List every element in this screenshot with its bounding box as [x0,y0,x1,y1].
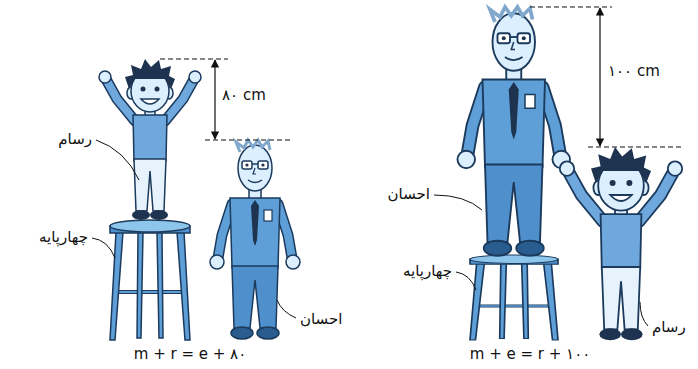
ehsan-figure [210,140,300,339]
stool [110,220,190,340]
dimension-extension [588,146,682,147]
leader-line [92,238,115,258]
dimension-extension [530,6,612,7]
stool-label: چهارپایه [39,228,88,246]
equation: m + r = e + ۸۰ [134,345,246,363]
stool [470,255,558,340]
equation: m + e = r + ۱۰۰ [470,345,591,363]
leader-line [640,302,648,326]
stool-label: چهارپایه [403,262,452,280]
person-label: رسام [652,318,686,336]
dimension-extension [205,139,292,140]
dimension-line [599,8,600,146]
leader-line [456,272,476,290]
leader-line [434,195,482,210]
dimension-extension [160,58,228,59]
rostam-figure [99,59,201,220]
dimension-label: ۱۰۰ cm [608,62,660,80]
person-label: رسام [58,130,92,148]
dimension-label: ۸۰ cm [222,86,266,104]
dimension-line [214,60,215,139]
leader-line [277,300,296,318]
person-label: احسان [388,185,430,203]
person-label: احسان [300,310,342,328]
ehsan-figure [458,7,571,256]
leader-line [96,140,139,180]
rostam-figure [560,147,682,340]
